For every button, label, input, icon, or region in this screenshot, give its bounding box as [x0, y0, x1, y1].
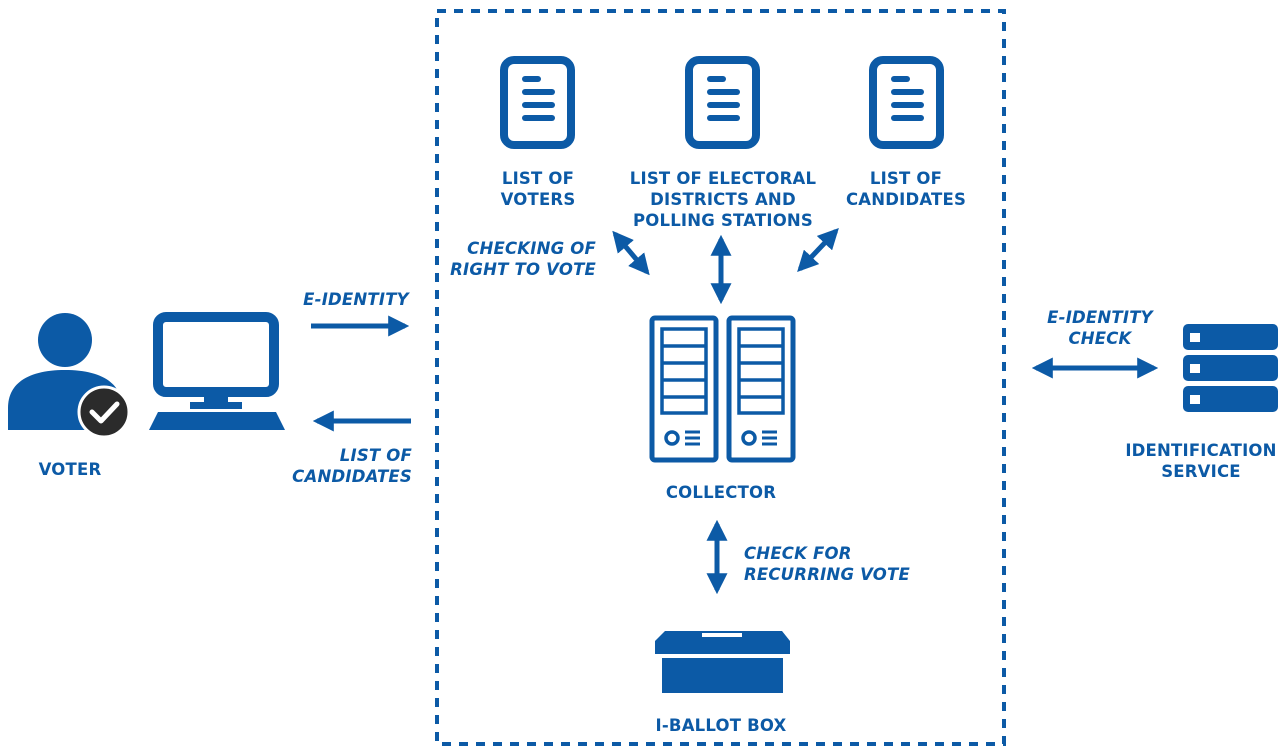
document-icon — [869, 56, 944, 149]
document-icon — [500, 56, 575, 149]
list-of-districts-line: POLLING STATIONS — [632, 211, 814, 230]
voters-collector-arrow — [612, 230, 650, 276]
checking-right-line: CHECKING OF — [467, 239, 596, 258]
e-identity-check-line: E-IDENTITY — [1047, 308, 1153, 327]
monitor-icon — [149, 312, 285, 430]
ballot-box-label: I-BALLOT BOX — [655, 716, 787, 735]
checking-right-line: RIGHT TO VOTE — [450, 260, 596, 279]
checkmark-icon — [77, 385, 131, 439]
list-of-candidates-edge-line: LIST OF — [339, 446, 412, 465]
e-identity-label: E-IDENTITY — [303, 290, 409, 309]
list-of-candidates-line: LIST OF — [869, 169, 943, 188]
server-rack-icon — [1183, 324, 1278, 412]
recurring-vote-line: CHECK FOR — [744, 544, 852, 563]
collector-label: COLLECTOR — [665, 483, 777, 502]
candidates-collector-arrow — [797, 227, 839, 273]
server-tower-icon — [649, 315, 719, 463]
list-of-districts-line: LIST OF ELECTORAL — [629, 169, 817, 188]
list-of-candidates-edge-label: LIST OF CANDIDATES — [272, 445, 412, 487]
list-of-voters-line: VOTERS — [500, 190, 576, 209]
ballot-box-icon — [655, 631, 790, 693]
identification-service-label: IDENTIFICATION SERVICE — [1116, 440, 1286, 482]
voter-label: VOTER — [38, 460, 102, 479]
identification-service-line: SERVICE — [1161, 462, 1241, 481]
list-of-candidates-edge-line: CANDIDATES — [292, 467, 412, 486]
list-of-voters-line: LIST OF — [501, 169, 575, 188]
system-boundary — [435, 9, 1006, 746]
recurring-vote-line: RECURRING VOTE — [744, 565, 910, 584]
list-of-voters-label: LIST OF VOTERS — [468, 168, 608, 210]
list-of-districts-line: DISTRICTS AND — [650, 190, 796, 209]
list-of-candidates-line: CANDIDATES — [845, 190, 967, 209]
e-identity-check-line: CHECK — [1068, 329, 1132, 348]
list-of-districts-label: LIST OF ELECTORAL DISTRICTS AND POLLING … — [618, 168, 828, 231]
server-tower-icon — [726, 315, 796, 463]
recurring-vote-label: CHECK FOR RECURRING VOTE — [744, 543, 924, 585]
list-of-candidates-label: LIST OF CANDIDATES — [836, 168, 976, 210]
checking-right-label: CHECKING OF RIGHT TO VOTE — [436, 238, 596, 280]
document-icon — [685, 56, 760, 149]
identification-service-line: IDENTIFICATION — [1125, 441, 1277, 460]
e-identity-check-label: E-IDENTITY CHECK — [1030, 307, 1170, 349]
